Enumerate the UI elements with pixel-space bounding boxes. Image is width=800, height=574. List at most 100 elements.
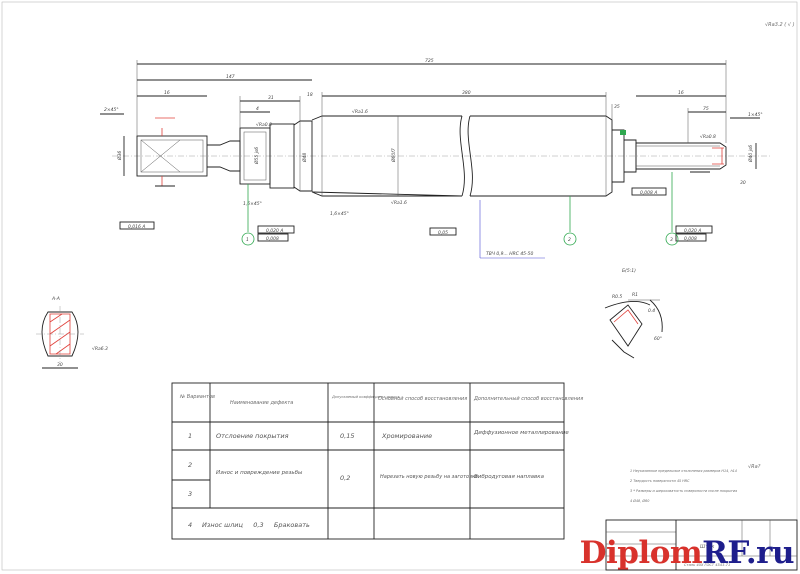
row-2-num: 2 xyxy=(188,461,192,469)
detail-profile xyxy=(609,304,643,347)
chamfer-label-2: 1,6×45° xyxy=(243,201,262,207)
row-1-main: Хромирование xyxy=(381,432,432,440)
note-4: 4 Ø48, Ø60 xyxy=(630,498,649,503)
section-a-a: А-А 30 √Ra6.3 xyxy=(36,296,108,369)
hatch-1 xyxy=(49,313,63,323)
watermark-part-1: Diplom xyxy=(579,535,703,571)
detail-curve-top xyxy=(604,301,651,309)
surface-note-4: √Ra1.6 xyxy=(391,200,407,206)
detail-label: Б(5:1) xyxy=(622,268,636,274)
chamfer-left-label: 2×45° xyxy=(104,107,119,113)
callout-1 xyxy=(241,232,255,246)
dimensions: 725 147 16 31 4 18 380 16 75 35 1×45° 30… xyxy=(100,58,763,217)
tolerance-frame-6 xyxy=(675,225,713,234)
tolerance-mark-green xyxy=(620,130,626,135)
row-2-defect: Износ и повреждение резьбы xyxy=(216,470,303,476)
note-1: 1 Неуказанные предельные отклонения разм… xyxy=(630,469,737,473)
table-header-coef: Допускаемый коэффициент износа xyxy=(331,395,399,399)
left-step-label-2: 31 xyxy=(268,95,274,101)
title-block: Шток Сталь 40Х ГОСТ 4543-71 xyxy=(605,519,798,571)
break-line-right xyxy=(467,115,473,197)
shaft-collar-1-inner xyxy=(243,131,267,181)
title-block-label-2: Сталь 40Х ГОСТ 4543-71 xyxy=(684,563,730,567)
row-4-num: 4 xyxy=(188,521,192,529)
diameter-label-5: Ø40 js6 xyxy=(747,145,754,163)
table-border xyxy=(171,382,565,540)
right-dim-label-1: 16 xyxy=(678,90,684,96)
callout-3-text: 3 xyxy=(670,237,673,243)
spline-cross-2 xyxy=(140,139,181,173)
threaded-end xyxy=(635,142,727,170)
section-label: А-А xyxy=(51,296,60,302)
row-1-extra: Диффузионное металлирование xyxy=(473,430,569,436)
tolerance-frame-4-text: 0,05 xyxy=(438,230,448,236)
shaft-collar-3 xyxy=(293,120,313,192)
tolerance-frame-7 xyxy=(675,233,707,242)
chamfer-label-3: 1,6×45° xyxy=(330,211,349,217)
detail-groove xyxy=(613,309,639,325)
chamfer-right-label: 1×45° xyxy=(748,112,763,118)
defect-table: № Вариантов Наименование дефекта Допуска… xyxy=(171,382,583,540)
left-step-label-1: 16 xyxy=(164,90,170,96)
shaft-collar-2 xyxy=(269,123,295,189)
callout-1-text: 1 xyxy=(246,237,249,243)
tolerance-frame-4 xyxy=(429,227,457,236)
table-header-num: № Вариантов xyxy=(179,394,215,400)
spline-end xyxy=(136,135,208,177)
section-hatch-box xyxy=(49,313,71,355)
row-2-coef: 0,2 xyxy=(340,474,350,482)
detail-radius-2: R1 xyxy=(632,292,638,298)
right-collar xyxy=(612,129,625,183)
left-dim-label: 147 xyxy=(226,74,235,80)
detail-radius-1: R0.5 xyxy=(612,294,622,300)
callout-3 xyxy=(665,232,679,246)
surface-note-2: √Ra1.6 xyxy=(352,109,368,115)
row-3-num: 3 xyxy=(188,490,192,498)
diameter-label-3: Ø48 xyxy=(301,153,308,163)
section-outline xyxy=(41,311,79,357)
surface-note-3: √Ra0.8 xyxy=(700,134,716,140)
right-dim-label-3: 35 xyxy=(614,104,620,110)
detail-b: Б(5:1) R0.5 R1 0.4 60° xyxy=(604,268,663,359)
right-dim-label-2: 75 xyxy=(703,106,709,112)
section-width-label: 30 xyxy=(57,362,63,368)
spline-inner xyxy=(140,139,204,173)
technical-notes: 1 Неуказанные предельные отклонения разм… xyxy=(630,464,761,503)
corner-roughness-mark: √Ra3.2 ( √ ) xyxy=(765,22,795,28)
hardness-note: ТВЧ 0,9... HRC 45-50 xyxy=(486,251,534,257)
detail-radius-3: 0.4 xyxy=(648,308,655,314)
row-4-defect: Износ шлиц 0,3 Браковать xyxy=(202,521,310,529)
tolerance-frame-3 xyxy=(257,233,289,242)
watermark-part-2: RF.ru xyxy=(702,535,794,571)
tolerance-frame-1 xyxy=(119,221,155,230)
tolerance-frame-1-text: 0,016 A xyxy=(128,224,145,230)
note-2: 2 Твердость поверхности 45 HRC xyxy=(630,479,690,483)
table-header-main: Основной способ восстановления xyxy=(378,396,467,402)
diameter-label-2: Ø55 js6 xyxy=(253,147,260,165)
row-1-defect: Отслоение покрытия xyxy=(216,432,289,440)
tolerance-frame-5 xyxy=(631,187,667,196)
row-1-coef: 0,15 xyxy=(340,432,354,440)
row-2-extra: Вибродуговая наплавка xyxy=(474,474,545,480)
note-roughness-mark: √Ra? xyxy=(748,464,761,470)
note-3: 3 * Размеры и шероховатость поверхности … xyxy=(630,489,737,493)
row-2-main: Нарезать новую резьбу на заготовке xyxy=(380,474,478,480)
shaft-main-view xyxy=(112,115,770,197)
leaders: 1 2 3 ТВЧ 0,9... HRC 45-50 xyxy=(241,171,710,259)
detail-curve-bottom xyxy=(611,339,635,359)
hatch-2 xyxy=(49,319,71,335)
tolerance-frame-6-text: 0,020 A xyxy=(684,228,701,234)
left-step-label-4: 18 xyxy=(307,92,313,98)
row-1-num: 1 xyxy=(188,432,192,440)
body-length-label: 380 xyxy=(462,90,471,96)
callout-2-text: 2 xyxy=(568,237,571,243)
diameter-label-1: Ø36 xyxy=(116,151,123,161)
surface-note-1: √Ra0.8 xyxy=(256,122,272,128)
tolerance-frame-7-text: 0,008 xyxy=(684,236,697,242)
tolerance-frame-2 xyxy=(257,225,295,234)
tolerance-frames: 0,016 A 0,020 A 0,008 0,05 0,008 A 0,020… xyxy=(119,187,713,242)
detail-angle: 60° xyxy=(654,336,662,342)
callout-2 xyxy=(563,232,577,246)
